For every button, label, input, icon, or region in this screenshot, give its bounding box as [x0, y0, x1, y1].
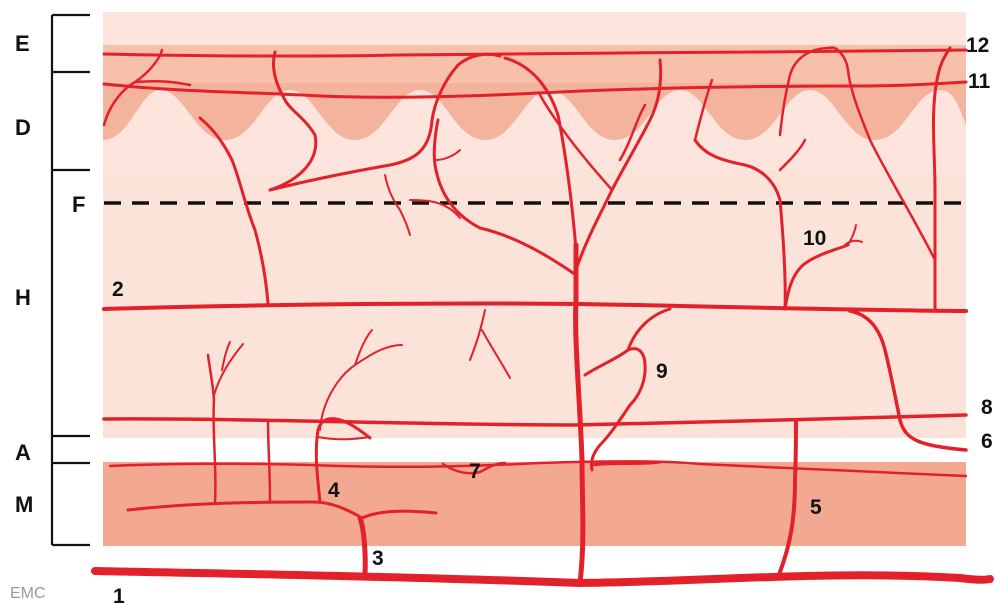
label-9: 9: [656, 360, 668, 383]
label-F: F: [72, 192, 85, 217]
label-3: 3: [372, 547, 384, 570]
emc-watermark: EMC: [10, 585, 46, 602]
vessel-1-main-artery: [95, 571, 990, 583]
label-4: 4: [328, 479, 340, 502]
label-E: E: [15, 31, 30, 56]
label-12: 12: [966, 34, 989, 57]
vessel-3: [360, 518, 365, 575]
label-M: M: [15, 492, 33, 517]
label-11: 11: [968, 70, 991, 93]
label-A: A: [15, 440, 31, 465]
label-6: 6: [981, 430, 993, 453]
layer-bracket: [52, 15, 90, 545]
label-5: 5: [810, 496, 822, 519]
label-1: 1: [113, 585, 125, 605]
label-D: D: [15, 115, 31, 140]
label-H: H: [15, 285, 31, 310]
label-8: 8: [981, 396, 993, 419]
label-2: 2: [112, 278, 124, 301]
label-7: 7: [469, 460, 481, 483]
label-10: 10: [803, 227, 826, 250]
